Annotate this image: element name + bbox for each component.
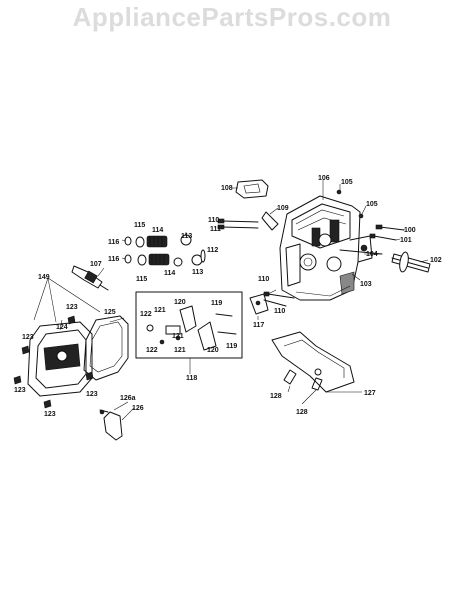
callout-123-c: 123 (14, 387, 26, 394)
callout-122-b: 122 (146, 347, 158, 354)
spark-plug-107 (71, 265, 109, 291)
valve-parts (124, 234, 206, 267)
callout-125: 125 (104, 309, 116, 316)
callout-105: 105 (341, 179, 353, 186)
bolts-123 (13, 315, 94, 409)
callout-121-a: 121 (154, 307, 166, 314)
callout-120-a: 120 (174, 299, 186, 306)
rocker-parts-118 (135, 291, 243, 359)
leader-lines (33, 180, 429, 421)
bracket-117 (249, 293, 287, 315)
callout-120-b: 120 (207, 347, 219, 354)
callout-126: 126 (132, 405, 144, 412)
callout-149: 149 (38, 274, 50, 281)
callout-115-a: 115 (134, 222, 145, 229)
callout-110-c: 110 (274, 308, 285, 315)
callout-123-d: 123 (86, 391, 98, 398)
callout-119-a: 119 (211, 300, 222, 307)
callout-117: 117 (253, 322, 264, 329)
callout-127: 127 (364, 390, 376, 397)
callout-106: 106 (318, 175, 330, 182)
stud-100 (375, 224, 405, 231)
callout-118: 118 (186, 375, 197, 382)
callout-103: 103 (360, 281, 372, 288)
bolt-110 (263, 291, 295, 299)
callout-113-b: 113 (192, 269, 203, 276)
callout-110-a: 110 (208, 217, 219, 224)
callout-112: 112 (207, 247, 218, 254)
watermark: AppliancePartsPros.com (72, 2, 392, 32)
callout-114-a: 114 (152, 227, 163, 234)
callout-labels: 106 105 105 108 109 110 111 100 101 104 … (14, 175, 442, 418)
callout-105-b: 105 (366, 201, 378, 208)
callout-101: 101 (400, 237, 412, 244)
callout-121-c: 121 (174, 347, 186, 354)
callout-123-b: 123 (22, 334, 34, 341)
gasket-125 (83, 315, 129, 381)
callout-116-b: 116 (108, 256, 119, 263)
callout-108: 108 (221, 185, 233, 192)
callout-124: 124 (56, 324, 68, 331)
breather-tube-126 (99, 409, 123, 441)
callout-111: 111 (210, 226, 221, 233)
callout-121-b: 121 (172, 333, 184, 340)
callout-128-a: 128 (270, 393, 282, 400)
callout-126a: 126a (120, 395, 136, 402)
callout-102: 102 (430, 257, 442, 264)
callout-113-a: 113 (181, 233, 192, 240)
stud-104 (339, 249, 383, 255)
bolt-102 (391, 251, 431, 273)
callout-109: 109 (277, 205, 289, 212)
callout-107: 107 (90, 261, 102, 268)
callout-104: 104 (366, 251, 378, 258)
callout-123-e: 123 (44, 411, 56, 418)
stud-101 (369, 233, 397, 241)
callout-116-a: 116 (108, 239, 119, 246)
callout-123-a: 123 (66, 304, 78, 311)
callout-122-a: 122 (140, 311, 152, 318)
heat-shield-127 (271, 331, 355, 393)
bolts-110-111 (217, 211, 279, 231)
cylinder-head (279, 195, 373, 301)
callout-119-b: 119 (226, 343, 237, 350)
gasket-108 (235, 179, 269, 199)
callout-114-b: 114 (164, 270, 175, 277)
callout-110-b: 110 (258, 276, 269, 283)
pin-105 (336, 189, 364, 219)
callout-115-b: 115 (136, 276, 147, 283)
screws-128 (283, 369, 323, 391)
valve-cover-124 (27, 321, 93, 397)
callout-128-b: 128 (296, 409, 308, 416)
callout-100: 100 (404, 227, 416, 234)
